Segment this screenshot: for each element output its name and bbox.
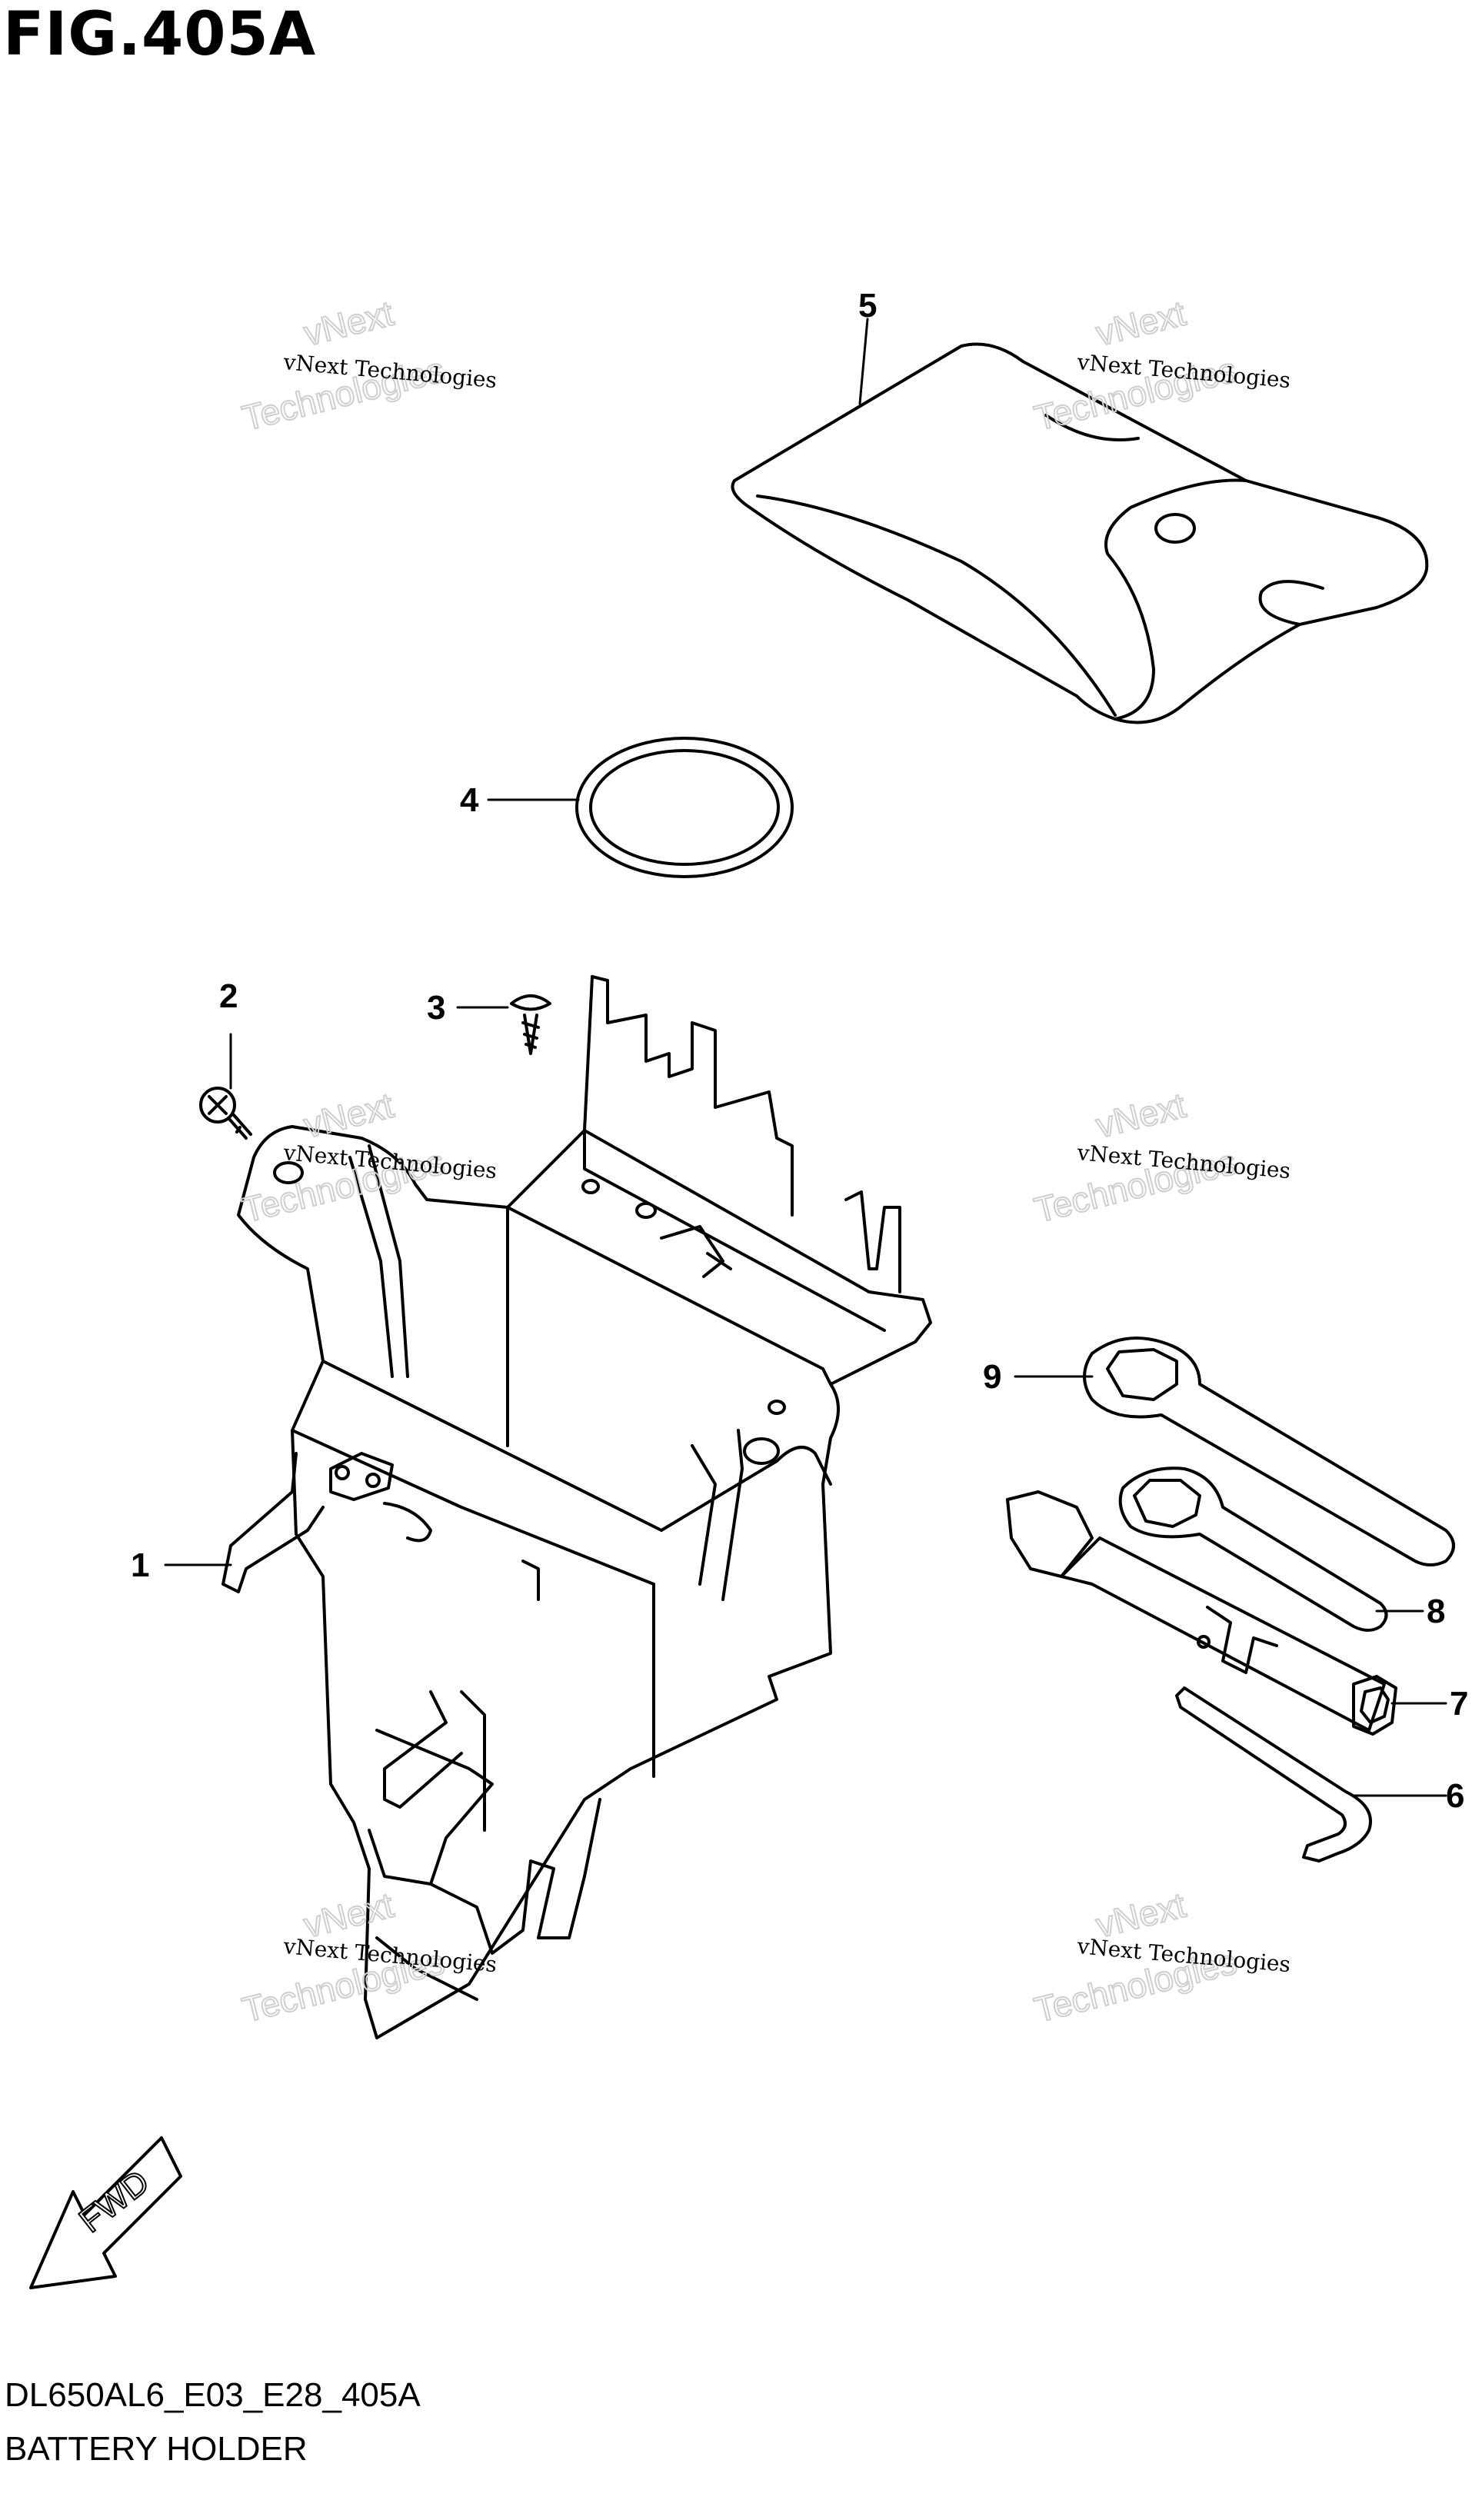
screw-part (199, 1087, 252, 1140)
svg-text:vNext: vNext (1092, 293, 1190, 354)
fwd-arrow-badge: FWD (29, 2136, 182, 2289)
watermark-bottom-right: vNext Technologies vNext Technologies (1030, 1884, 1292, 2031)
hex-key-part (1175, 1686, 1372, 1863)
tapping-screw-part (510, 994, 551, 1055)
callout-6: 6 (1446, 1777, 1464, 1815)
callout-5: 5 (858, 287, 877, 325)
callout-4: 4 (460, 781, 479, 819)
o-ring-part (575, 737, 794, 878)
figure-code: DL650AL6_E03_E28_405A (5, 2376, 421, 2414)
battery-holder-part (221, 975, 932, 2039)
callout-2: 2 (219, 977, 238, 1015)
callout-8: 8 (1427, 1593, 1445, 1630)
svg-text:vNext: vNext (300, 293, 398, 354)
callout-3: 3 (427, 989, 445, 1027)
svg-text:vNext: vNext (1092, 1085, 1190, 1146)
ring-wrench-small-part (1118, 1466, 1388, 1632)
callout-7: 7 (1450, 1685, 1468, 1723)
watermark-top-right: vNext Technologies vNext Technologies (1030, 292, 1292, 439)
box-wrench-part (1006, 1490, 1397, 1736)
watermark-mid-left: vNext Technologies vNext Technologies (238, 1084, 498, 1231)
figure-name: BATTERY HOLDER (5, 2430, 308, 2468)
callout-9: 9 (983, 1358, 1001, 1396)
ring-wrench-large-part (1083, 1337, 1455, 1566)
figure-title: FIG.405A (3, 0, 317, 69)
watermark-top-left: vNext Technologies vNext Technologies (238, 292, 498, 439)
tool-bag-part (731, 342, 1429, 724)
watermark-mid-right: vNext Technologies vNext Technologies (1030, 1084, 1292, 1231)
callout-1: 1 (131, 1546, 149, 1584)
leader-lines (164, 318, 1447, 1797)
